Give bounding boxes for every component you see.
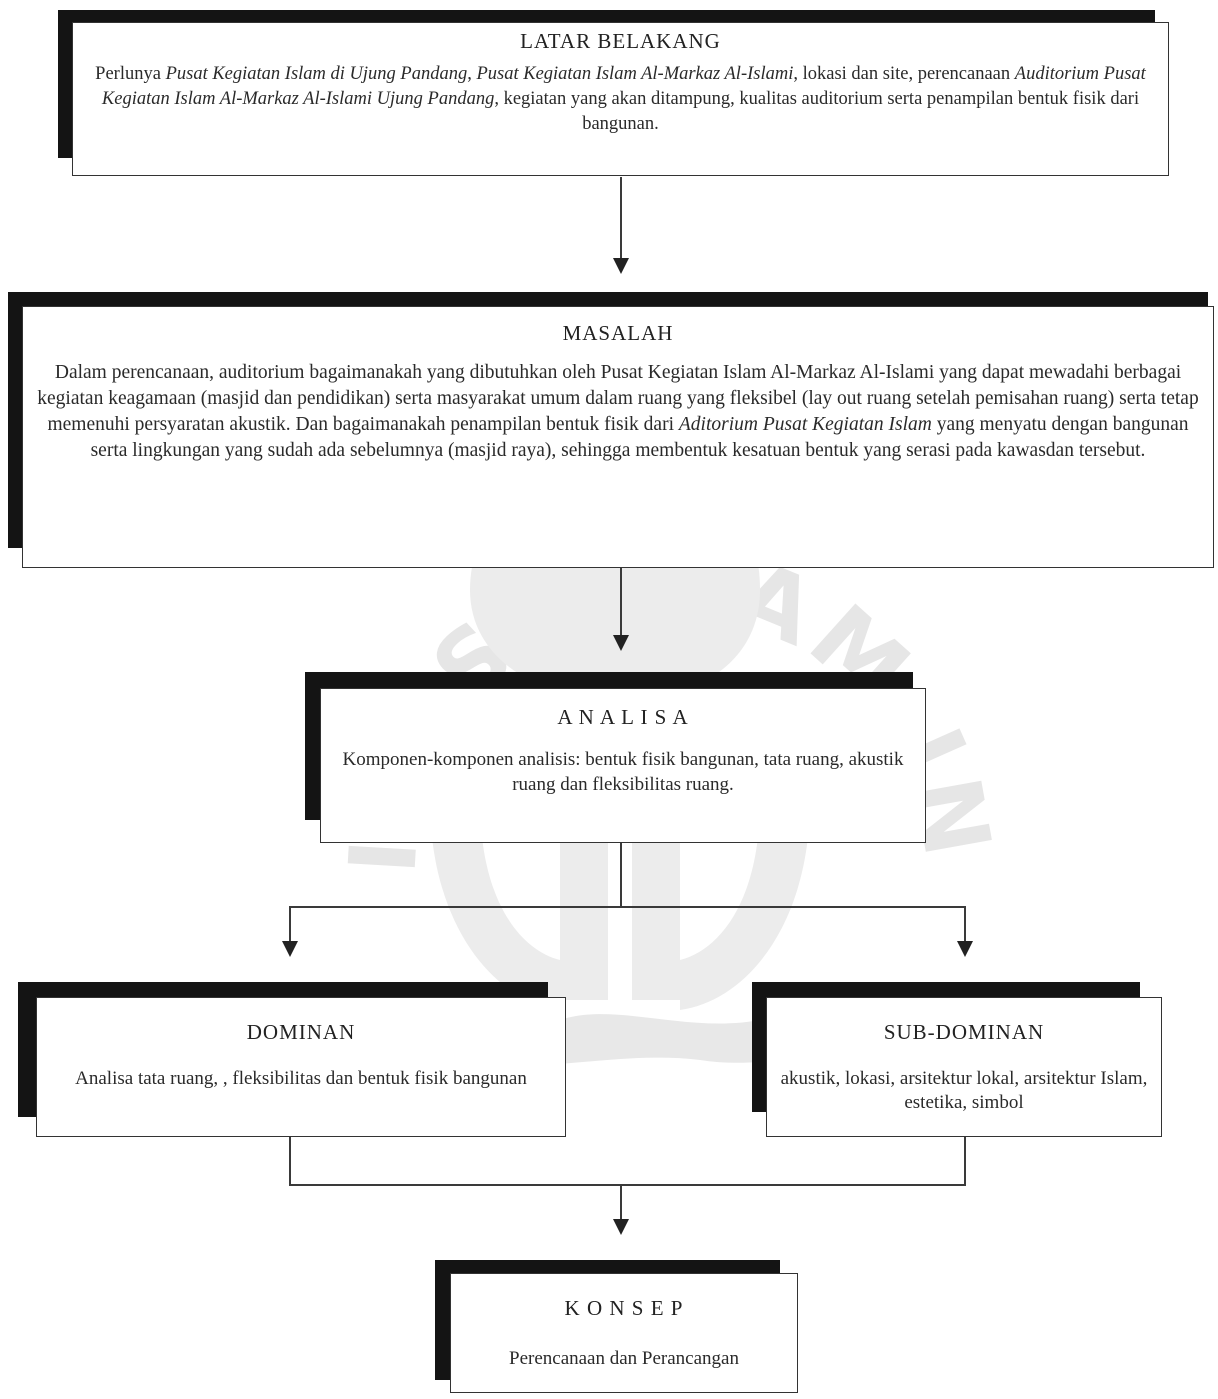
sub-dominan-text: akustik, lokasi, arsitektur lokal, arsit…: [780, 1068, 1148, 1113]
connector-line: [289, 1137, 291, 1185]
masalah-title: MASALAH: [562, 321, 674, 345]
analisa-box: A N A L I S A Komponen-komponen analisis…: [320, 688, 926, 843]
connector-line: [620, 843, 622, 907]
dominan-text: Analisa tata ruang, , fleksibilitas dan …: [75, 1068, 527, 1089]
arrow-down-icon: [957, 941, 973, 957]
dominan-title: DOMINAN: [246, 1020, 356, 1044]
connector-line: [289, 1184, 966, 1186]
arrow-down-icon: [282, 941, 298, 957]
sub-dominan-title: SUB-DOMINAN: [883, 1020, 1045, 1044]
latar-belakang-box: LATAR BELAKANG Perlunya Pusat Kegiatan I…: [72, 22, 1169, 176]
connector-line: [964, 906, 966, 942]
masalah-box: MASALAH Dalam perencanaan, auditorium ba…: [22, 306, 1214, 568]
konsep-title: K O N S E P: [564, 1296, 684, 1320]
connector-line: [620, 177, 622, 259]
sub-dominan-box: SUB-DOMINAN akustik, lokasi, arsitektur …: [766, 997, 1162, 1137]
dominan-box: DOMINAN Analisa tata ruang, , fleksibili…: [36, 997, 566, 1137]
connector-line: [620, 1185, 622, 1220]
masalah-text: Dalam perencanaan, auditorium bagaimanak…: [37, 362, 1199, 462]
connector-line: [289, 906, 291, 942]
konsep-text: Perencanaan dan Perancangan: [509, 1348, 739, 1369]
analisa-text: Komponen-komponen analisis: bentuk fisik…: [342, 749, 904, 795]
konsep-box: K O N S E P Perencanaan dan Perancangan: [450, 1273, 798, 1393]
arrow-down-icon: [613, 258, 629, 274]
latar-belakang-title: LATAR BELAKANG: [520, 29, 721, 53]
analisa-title: A N A L I S A: [557, 705, 689, 729]
latar-belakang-text: Perlunya Pusat Kegiatan Islam di Ujung P…: [95, 64, 1146, 134]
connector-line: [289, 906, 966, 908]
connector-line: [620, 568, 622, 636]
arrow-down-icon: [613, 1219, 629, 1235]
arrow-down-icon: [613, 635, 629, 651]
connector-line: [964, 1137, 966, 1185]
